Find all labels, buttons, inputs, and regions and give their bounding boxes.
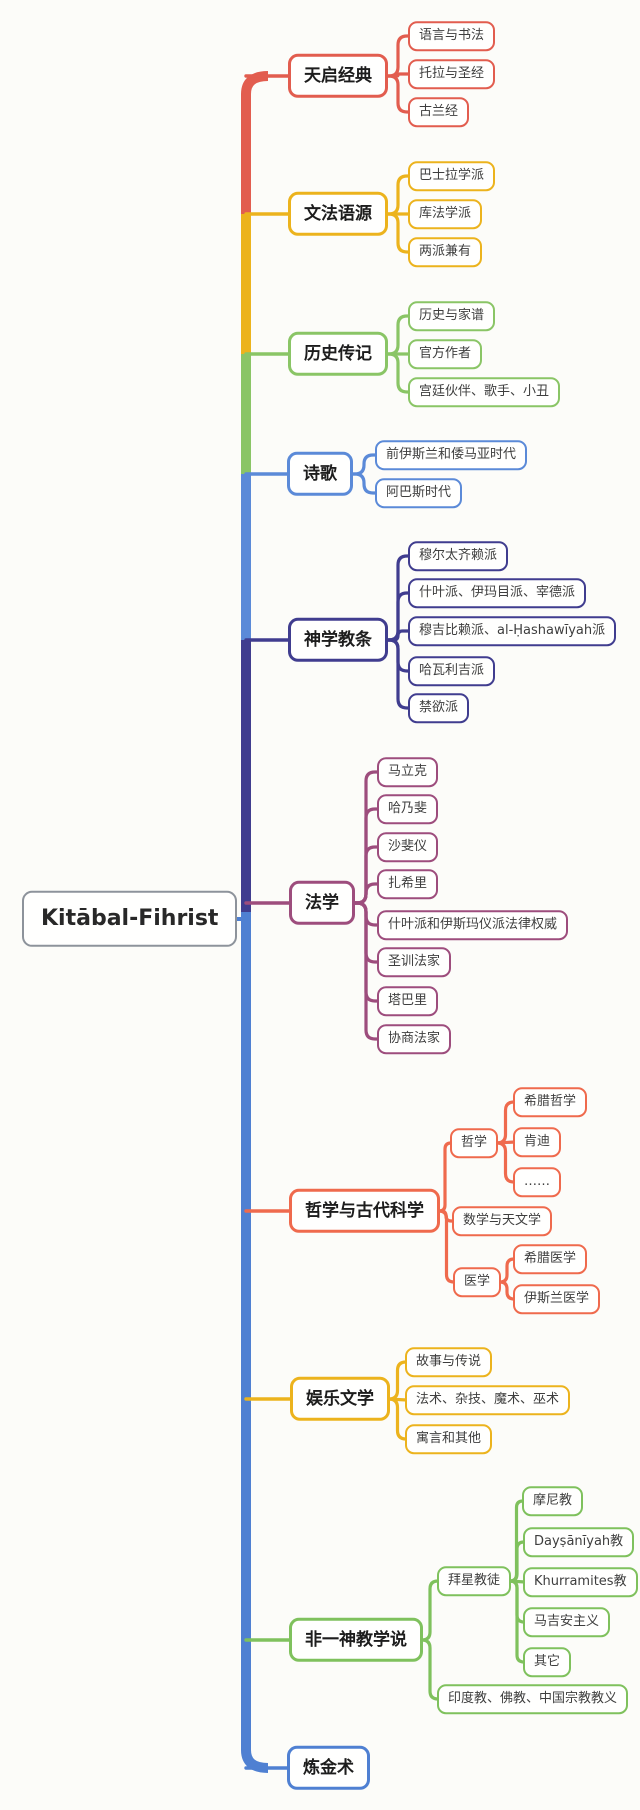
- connector: [384, 174, 412, 216]
- node-history-biography[interactable]: 历史传记: [288, 331, 388, 377]
- node-fables-others[interactable]: 寓言和其他: [405, 1424, 493, 1454]
- node-islamic-medicine[interactable]: 伊斯兰医学: [513, 1284, 601, 1314]
- node-philosophy-ancient-sciences[interactable]: 哲学与古代科学: [289, 1188, 440, 1234]
- node-ascetics[interactable]: 禁欲派: [408, 693, 470, 723]
- node-philosophy-others[interactable]: ……: [513, 1167, 561, 1197]
- node-court-companions-singers-jesters[interactable]: 宫廷伙伴、歌手、小丑: [408, 377, 561, 407]
- node-daysaniyah[interactable]: Dayṣānīyah教: [523, 1527, 635, 1557]
- node-pre-islamic-umayyad[interactable]: 前伊斯兰和倭马亚时代: [375, 440, 528, 470]
- connector: [419, 1638, 441, 1701]
- node-basra-school[interactable]: 巴士拉学派: [408, 161, 496, 191]
- node-torah-bible[interactable]: 托拉与圣经: [408, 59, 496, 89]
- connector: [351, 901, 381, 1041]
- node-magic-acrobatics-sorcery-witchcraft[interactable]: 法术、杂技、魔术、巫术: [405, 1385, 571, 1415]
- node-hadith-jurists[interactable]: 圣训法家: [377, 947, 452, 977]
- node-entertainment-literature[interactable]: 娱乐文学: [290, 1376, 390, 1422]
- node-others[interactable]: 其它: [523, 1647, 572, 1677]
- connector: [386, 1397, 409, 1441]
- node-zahiri[interactable]: 扎希里: [377, 869, 439, 899]
- node-khurramites[interactable]: Khurramites教: [523, 1567, 638, 1597]
- node-kharijites[interactable]: 哈瓦利吉派: [408, 656, 496, 686]
- node-greek-medicine[interactable]: 希腊医学: [513, 1244, 588, 1274]
- node-history-genealogy[interactable]: 历史与家谱: [408, 301, 496, 331]
- connector: [349, 453, 379, 476]
- connector: [384, 638, 412, 710]
- node-both-schools[interactable]: 两派兼有: [408, 237, 483, 267]
- connector: [384, 34, 412, 78]
- connector: [384, 314, 412, 356]
- connector: [384, 212, 412, 254]
- node-alchemy[interactable]: 炼金术: [287, 1745, 370, 1791]
- node-theology-dogma[interactable]: 神学教条: [288, 617, 388, 663]
- connector: [351, 882, 381, 905]
- node-maliki[interactable]: 马立克: [377, 757, 439, 787]
- node-official-authors[interactable]: 官方作者: [408, 339, 483, 369]
- node-hinduism-buddhism-chinese-doctrines[interactable]: 印度教、佛教、中国宗教教义: [437, 1684, 629, 1714]
- node-poetry[interactable]: 诗歌: [287, 451, 353, 497]
- node-mujbirah-hashawiyah[interactable]: 穆吉比赖派、al-Ḥashawīyah派: [408, 616, 617, 646]
- connector: [494, 1141, 517, 1184]
- connector: [436, 1141, 454, 1213]
- node-hanafi[interactable]: 哈乃斐: [377, 794, 439, 824]
- node-stories-legends[interactable]: 故事与传说: [405, 1347, 493, 1377]
- spine-segment: [241, 71, 269, 214]
- node-language-calligraphy[interactable]: 语言与书法: [408, 21, 496, 51]
- node-shafii[interactable]: 沙斐仪: [377, 832, 439, 862]
- node-mazdakism[interactable]: 马吉安主义: [523, 1607, 611, 1637]
- node-consultative-jurists[interactable]: 协商法家: [377, 1024, 452, 1054]
- node-manichaeism[interactable]: 摩尼教: [522, 1486, 584, 1516]
- node-shia-ismaili-legal-authorities[interactable]: 什叶派和伊斯玛仪派法律权威: [377, 910, 569, 940]
- node-al-kindi[interactable]: 肯迪: [513, 1127, 562, 1157]
- node-non-monotheistic-doctrines[interactable]: 非一神教学说: [289, 1617, 423, 1663]
- connector: [436, 1209, 457, 1284]
- node-kufa-school[interactable]: 库法学派: [408, 199, 483, 229]
- node-quran[interactable]: 古兰经: [408, 97, 470, 127]
- connector: [497, 1280, 517, 1301]
- node-math-astronomy[interactable]: 数学与天文学: [452, 1206, 553, 1236]
- node-jurisprudence[interactable]: 法学: [289, 880, 355, 926]
- node-shia-imami-zaydi[interactable]: 什叶派、伊玛目派、宰德派: [408, 578, 587, 608]
- node-philosophy[interactable]: 哲学: [450, 1128, 499, 1158]
- connector: [419, 1579, 441, 1642]
- connector: [349, 472, 379, 495]
- node-medicine[interactable]: 医学: [453, 1267, 502, 1297]
- node-revealed-scriptures[interactable]: 天启经典: [288, 53, 388, 99]
- node-star-worshippers[interactable]: 拜星教徒: [437, 1566, 512, 1596]
- node-abbasid-era[interactable]: 阿巴斯时代: [375, 478, 463, 508]
- node-mutazilites[interactable]: 穆尔太齐赖派: [408, 541, 509, 571]
- connector: [384, 352, 412, 394]
- node-tabari[interactable]: 塔巴里: [377, 986, 439, 1016]
- connector: [384, 74, 412, 114]
- connector: [507, 1579, 527, 1664]
- node-greek-philosophy[interactable]: 希腊哲学: [513, 1087, 588, 1117]
- root-node[interactable]: Kitābal-Fihrist: [22, 890, 238, 948]
- node-grammar-philology[interactable]: 文法语源: [288, 191, 388, 237]
- connector: [384, 72, 412, 78]
